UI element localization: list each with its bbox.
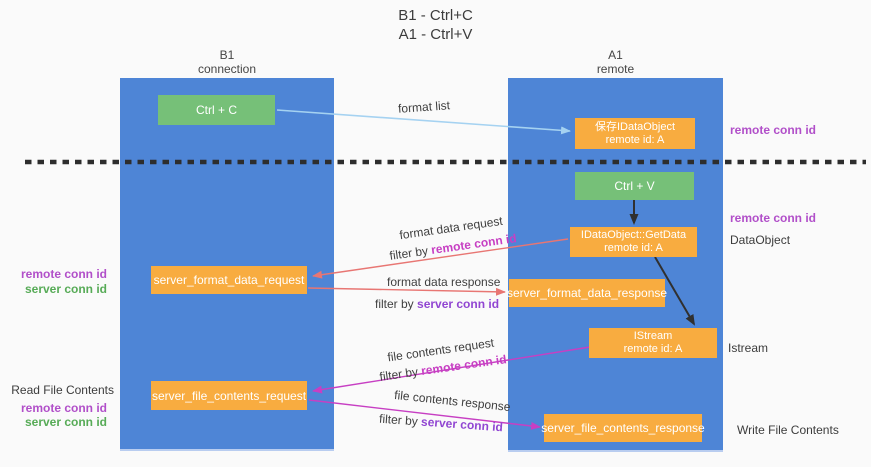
ctrl-v-label: Ctrl + V bbox=[614, 179, 655, 193]
filter-by-server-conn-id-2: filter by server conn id bbox=[379, 412, 504, 435]
right-dataobject-label: DataObject bbox=[730, 233, 791, 247]
getdata-line2: remote id: A bbox=[604, 242, 663, 254]
getdata-box: IDataObject::GetData remote id: A bbox=[570, 227, 697, 257]
lane-b1-subtitle: connection bbox=[197, 62, 257, 76]
left-remote-conn-id-2: remote conn id bbox=[20, 401, 107, 415]
server-file-contents-response-box: server_file_contents_response bbox=[541, 414, 705, 442]
ctrl-c-label: Ctrl + C bbox=[195, 103, 237, 117]
ctrl-c-box: Ctrl + C bbox=[158, 95, 275, 125]
istream-line2: remote id: A bbox=[623, 343, 683, 355]
lane-b1-title: B1 bbox=[219, 48, 235, 62]
server-format-data-request-label: server_format_data_request bbox=[153, 273, 305, 287]
title-line-2: A1 - Ctrl+V bbox=[398, 26, 473, 43]
right-write-file-contents-label: Write File Contents bbox=[737, 423, 839, 437]
left-read-file-contents-label: Read File Contents bbox=[11, 383, 114, 397]
right-istream-label: Istream bbox=[728, 341, 769, 355]
server-file-contents-request-box: server_file_contents_request bbox=[151, 381, 307, 410]
server-format-data-response-box: server_format_data_response bbox=[506, 279, 668, 307]
ctrl-v-box: Ctrl + V bbox=[575, 172, 694, 200]
server-format-data-response-label: server_format_data_response bbox=[506, 286, 668, 300]
lane-header-a1: A1 remote bbox=[508, 48, 723, 76]
istream-line1: IStream bbox=[633, 330, 673, 342]
lane-header-b1: B1 connection bbox=[120, 48, 334, 76]
getdata-line1: IDataObject::GetData bbox=[580, 229, 687, 241]
server-file-contents-request-label: server_file_contents_request bbox=[151, 388, 307, 403]
filter-by-text-3: filter by bbox=[378, 364, 423, 384]
format-data-response-label: format data response bbox=[387, 275, 501, 289]
filter-by-text-4: filter by bbox=[378, 411, 422, 429]
title-line-1: B1 - Ctrl+C bbox=[398, 7, 473, 24]
diagram-title: B1 - Ctrl+C A1 - Ctrl+V bbox=[0, 6, 871, 44]
left-server-conn-id-2: server conn id bbox=[24, 415, 107, 429]
save-dataobject-line1: 保存IDataObject bbox=[594, 120, 676, 133]
filter-server-conn-id-1: server conn id bbox=[417, 297, 500, 311]
lane-a1-subtitle: remote bbox=[596, 62, 635, 76]
istream-box: IStream remote id: A bbox=[589, 328, 717, 358]
filter-server-conn-id-2: server conn id bbox=[420, 414, 504, 435]
format-list-label: format list bbox=[397, 98, 451, 116]
filter-by-text-1: filter by bbox=[388, 243, 433, 263]
lane-a1-title: A1 bbox=[608, 48, 623, 62]
left-server-conn-id-1: server conn id bbox=[24, 282, 107, 296]
right-remote-conn-id-1: remote conn id bbox=[730, 123, 817, 137]
save-dataobject-box: 保存IDataObject remote id: A bbox=[575, 118, 695, 149]
save-dataobject-line2: remote id: A bbox=[605, 133, 665, 146]
server-file-contents-response-label: server_file_contents_response bbox=[541, 421, 705, 435]
file-contents-response-label: file contents response bbox=[393, 387, 512, 415]
left-remote-conn-id-1: remote conn id bbox=[20, 267, 107, 281]
filter-by-server-conn-id-1: filter by server conn id bbox=[375, 297, 499, 311]
server-format-data-request-box: server_format_data_request bbox=[151, 266, 307, 294]
filter-by-text-2: filter by bbox=[375, 297, 418, 311]
right-remote-conn-id-2: remote conn id bbox=[730, 211, 817, 225]
